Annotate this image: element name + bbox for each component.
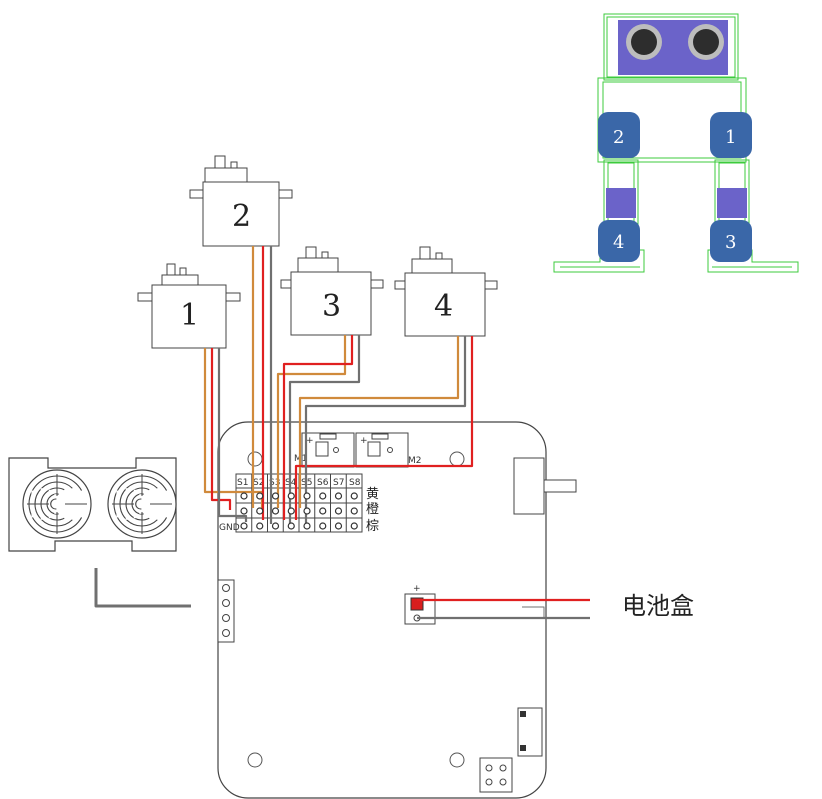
header-pin — [350, 492, 358, 500]
header-s8: S8 — [349, 478, 361, 488]
header-s2: S2 — [253, 478, 264, 488]
servo-2: 2 — [189, 155, 293, 247]
servo-1: 1 — [137, 263, 241, 349]
m1-plus: + — [306, 436, 314, 446]
robot-joint-4-label: 4 — [613, 232, 624, 253]
header-pin — [334, 507, 343, 515]
robot-leg-right-fill — [717, 188, 747, 218]
header-pin — [240, 522, 248, 530]
header-s3: S3 — [269, 478, 280, 488]
servo-3-label: 3 — [322, 289, 341, 324]
header-pin — [350, 522, 358, 530]
gnd-label: GND — [219, 523, 240, 533]
mount-hole — [247, 752, 263, 768]
battery-wire-bracket — [522, 606, 545, 618]
header-s7: S7 — [333, 478, 344, 488]
robot-joint-1: 1 — [710, 112, 752, 158]
sensor-header — [217, 579, 235, 643]
header-pin — [271, 522, 280, 530]
transducer-right — [107, 469, 177, 539]
robot-joint-2: 2 — [598, 112, 640, 158]
servo-4: 4 — [394, 246, 498, 337]
robot-joint-4: 4 — [598, 220, 640, 262]
wires — [94, 246, 590, 620]
servo-4-label: 4 — [434, 289, 453, 324]
header-pin — [334, 522, 343, 530]
power-switch-lever — [543, 479, 577, 493]
robot-leg-left-fill — [606, 188, 636, 218]
header-pin — [256, 492, 264, 500]
row-label-yellow: 黄 — [366, 487, 379, 502]
ultrasonic-sensor — [8, 457, 177, 552]
header-s6: S6 — [317, 478, 329, 488]
motor-label-m2: M2 — [408, 456, 422, 466]
header-pin — [319, 492, 327, 500]
header-pin — [334, 492, 343, 500]
battery-box-label: 电池盒 — [622, 592, 694, 620]
wire-servo1-power — [210, 348, 232, 510]
wire-sensor — [94, 568, 191, 608]
header-pin — [303, 492, 311, 500]
row-label-brown: 棕 — [366, 519, 379, 534]
wire-servo3-signal — [276, 335, 347, 508]
motor-connector-m1: + M1 — [294, 432, 355, 468]
wire-servo3-ground — [288, 335, 361, 524]
m2-plus: + — [360, 436, 368, 446]
header-pin — [319, 507, 327, 515]
header-pin — [287, 522, 295, 530]
wire-servo4-power — [294, 336, 474, 520]
servo-3: 3 — [280, 246, 384, 336]
wire-servo3-power — [282, 335, 354, 520]
wire-servo4-ground — [304, 336, 467, 524]
wire-servo1-ground — [217, 348, 248, 522]
servo-2-label: 2 — [232, 199, 251, 234]
row-label-orange: 橙 — [366, 502, 379, 517]
header-pin — [287, 507, 295, 515]
robot-head-sensor — [618, 20, 728, 75]
header-pin — [256, 522, 264, 530]
header-pin — [240, 507, 248, 515]
header-pin — [350, 507, 358, 515]
header-pin — [303, 522, 311, 530]
wire-servo4-signal — [298, 336, 460, 508]
motor-connector-m2: + M2 — [355, 432, 422, 468]
robot-joint-3: 3 — [710, 220, 752, 262]
mount-hole — [449, 752, 465, 768]
header-pin — [240, 492, 248, 500]
robot-joint-3-label: 3 — [725, 232, 736, 253]
header-pin — [271, 492, 280, 500]
header-pin — [256, 507, 264, 515]
header-pin — [287, 492, 295, 500]
header-pin — [319, 522, 327, 530]
robot-joint-1-label: 1 — [725, 127, 736, 148]
board-components — [479, 707, 543, 793]
transducer-left — [22, 469, 92, 539]
header-pins — [240, 492, 358, 530]
robot-joint-2-label: 2 — [613, 127, 624, 148]
power-switch — [513, 457, 545, 515]
servo-1-label: 1 — [180, 298, 199, 333]
header-pin — [271, 507, 280, 515]
battery-plus: + — [413, 584, 421, 594]
header-s1: S1 — [237, 478, 248, 488]
header-pin — [303, 507, 311, 515]
